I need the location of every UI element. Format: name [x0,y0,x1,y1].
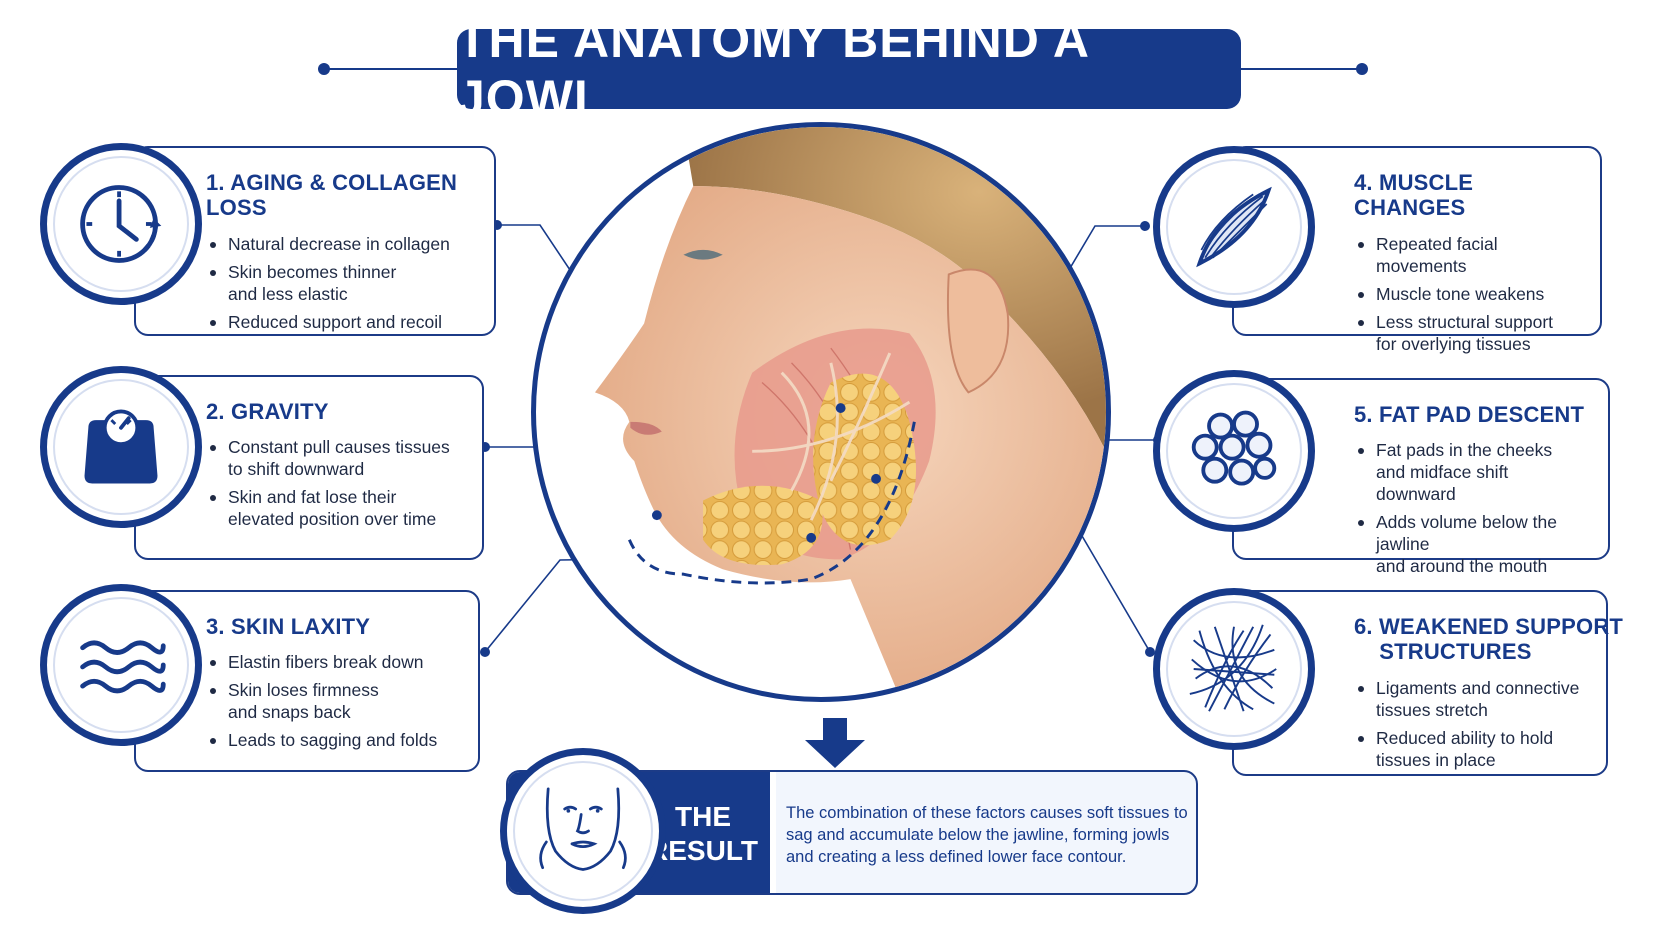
face-profile-drawing [594,127,1106,697]
factor-bullet: Reduced ability to hold tissues in place [1354,727,1590,771]
factor-bullet: Natural decrease in collagen [206,233,478,255]
down-arrow-icon [805,718,865,768]
factor-heading: 1. AGING & COLLAGEN LOSS [206,170,458,221]
factor-bullet: Reduced support and recoil [206,311,478,333]
waves-icon [80,640,166,694]
fiber-network-icon [1189,624,1277,712]
title-dot-right [1356,63,1368,75]
factor-bullet: Elastin fibers break down [206,651,462,673]
factor-heading: 5. FAT PAD DESCENT [1354,402,1585,427]
clock-icon [80,185,162,263]
scale-icon-badge [40,366,202,528]
factor-bullet: Muscle tone weakens [1354,283,1584,305]
factor-bullet: Leads to sagging and folds [206,729,462,751]
factor-bullet: Skin becomes thinner and less elastic [206,261,478,305]
factor-bullet: Less structural support for overlying ti… [1354,311,1584,355]
result-divider [770,772,776,893]
factor-card-support-structures: 6. WEAKENED SUPPORT STRUCTURES Ligaments… [1232,590,1624,776]
fat-cells-icon [1191,410,1277,486]
fiber-network-icon-badge [1153,588,1315,750]
result-description: The combination of these factors causes … [786,804,1188,866]
waves-icon-badge [40,584,202,746]
factor-bullet: Adds volume below the jawline and around… [1354,511,1592,577]
page-title: THE ANATOMY BEHIND A JOWL [457,12,1241,126]
title-line-left [324,68,460,70]
title-line-right [1238,68,1362,70]
factor-heading: 2. GRAVITY [206,399,329,424]
fat-cells-icon-badge [1153,370,1315,532]
muscle-icon [1196,186,1272,268]
clock-icon-badge [40,143,202,305]
factor-bullet: Skin loses firmness and snaps back [206,679,462,723]
factor-bullet: Ligaments and connective tissues stretch [1354,677,1590,721]
factor-heading: 4. MUSCLE CHANGES [1354,170,1474,221]
face-jawline-icon [539,787,627,871]
muscle-icon-badge [1153,146,1315,308]
factor-heading: 6. WEAKENED SUPPORT STRUCTURES [1354,614,1624,665]
factor-bullet: Fat pads in the cheeks and midface shift… [1354,439,1592,505]
title-dot-left [318,63,330,75]
factor-bullet: Repeated facial movements [1354,233,1584,277]
result-title: THE RESULT [648,801,758,866]
face-jawline-icon-badge [500,748,666,914]
factor-bullet: Skin and fat lose their elevated positio… [206,486,466,530]
factor-heading: 3. SKIN LAXITY [206,614,371,639]
scale-icon [84,409,158,484]
face-anatomy-illustration [531,122,1111,702]
factor-bullet: Constant pull causes tissues to shift do… [206,436,466,480]
